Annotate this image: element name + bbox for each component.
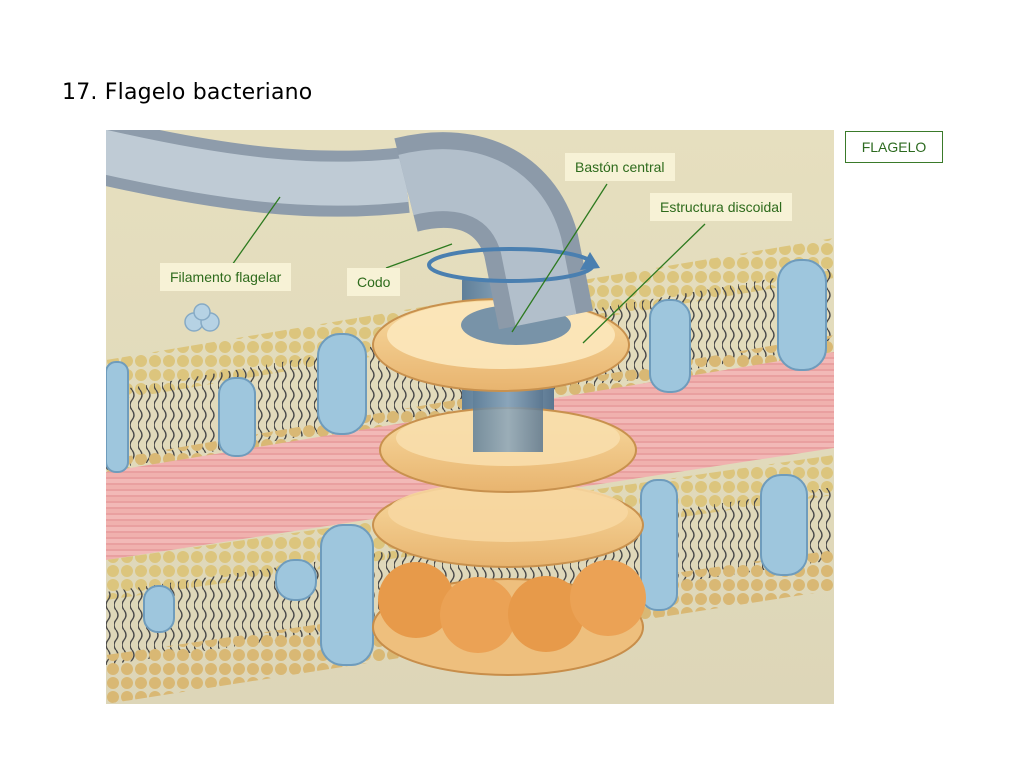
label-filamento-flagelar: Filamento flagelar: [160, 263, 292, 291]
label-baston-central: Bastón central: [565, 153, 675, 181]
page-title: 17. Flagelo bacteriano: [62, 80, 313, 105]
dimer-protein: [184, 303, 220, 332]
basal-body: [372, 280, 646, 676]
label-estructura-discoidal: Estructura discoidal: [650, 193, 793, 221]
membrane-proteins: [106, 259, 827, 666]
flagellar-filament: [106, 130, 410, 217]
flagelo-badge: FLAGELO: [845, 131, 943, 163]
label-codo: Codo: [347, 268, 401, 296]
